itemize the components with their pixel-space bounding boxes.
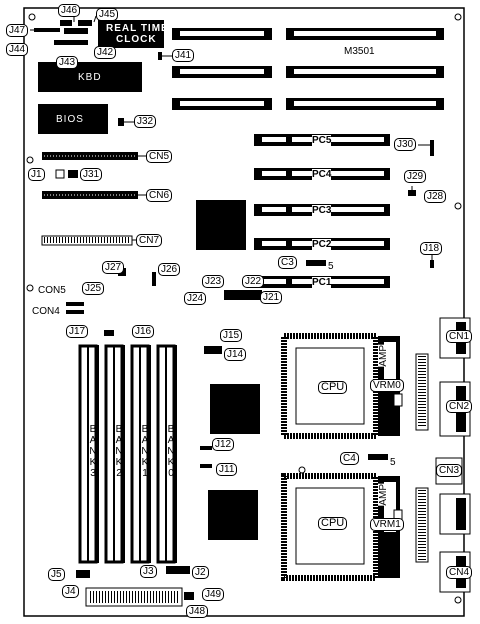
j1-jumper [55,169,65,179]
c3-label: C3 [278,256,297,269]
j17-label: J17 [66,325,89,338]
j16-label: J16 [132,325,155,338]
con5-label: CON5 [38,285,66,296]
j47-label: J47 [6,24,29,37]
model-label: M3501 [344,46,375,57]
amp1-label: AMP [378,484,389,506]
c3-suffix: 5 [328,261,334,272]
j21-label: J21 [260,291,283,304]
j43-label: J43 [56,56,79,69]
cpu1-label: CPU [318,517,348,530]
j11-label: J11 [216,463,238,476]
leader-lines [30,15,433,297]
j24-label: J24 [184,292,207,305]
mount-hole [454,202,462,210]
j4-label: J4 [62,585,79,598]
vrm1-label: VRM1 [370,518,404,531]
pc3-label: PC3 [312,205,332,216]
cn1-label: CN1 [446,330,473,343]
con4-label: CON4 [32,306,60,317]
top-left-headers [34,20,92,45]
j28-label: J28 [424,190,447,203]
j32-label: J32 [134,115,157,128]
j3-label: J3 [140,565,157,578]
j48-header [85,587,183,607]
pc2-label: PC2 [312,239,332,250]
j14-label: J14 [224,348,247,361]
mount-hole [26,284,34,292]
bios-chip [38,104,108,134]
mount-hole [28,13,36,21]
j31-label: J31 [80,168,103,181]
j42-label: J42 [94,46,117,59]
chipset-2 [210,384,260,434]
mount-hole [454,596,462,604]
j29-label: J29 [404,170,427,183]
j22-label: J22 [242,275,265,288]
cn7-label: CN7 [136,234,163,247]
pc4-label: PC4 [312,169,332,180]
bios-label: BIOS [56,114,84,125]
cn2-label: CN2 [446,400,473,413]
j49-label: J49 [202,588,225,601]
cn4-label: CN4 [446,566,473,579]
j45-label: J45 [96,8,119,21]
j31-jumper [68,170,78,178]
chipset-1 [196,200,246,250]
j12-label: J12 [212,438,235,451]
cpu0-label: CPU [318,381,348,394]
chipset-3 [208,490,258,540]
j1-label: J1 [28,168,45,181]
mount-hole [454,13,462,21]
cn5-header [42,152,138,160]
c4-label: C4 [340,452,359,465]
j30-label: J30 [394,138,417,151]
pc1-label: PC1 [312,277,332,288]
j2-label: J2 [192,566,209,579]
pc5-label: PC5 [312,135,332,146]
j26-label: J26 [158,263,181,276]
kbd-chip [38,62,142,92]
j46-label: J46 [58,4,81,17]
j27-label: J27 [102,261,125,274]
j23-label: J23 [202,275,225,288]
j15-label: J15 [220,329,243,342]
cn6-label: CN6 [146,189,173,202]
c4-suffix: 5 [390,457,396,468]
memory-banks [78,344,177,564]
cn6-header [42,191,138,199]
j25-label: J25 [82,282,105,295]
vrm0-label: VRM0 [370,379,404,392]
j18-label: J18 [420,242,443,255]
rtc-label-2: CLOCK [116,34,157,45]
cn3-label: CN3 [436,464,463,477]
mount-hole [26,156,34,164]
j44-label: J44 [6,43,29,56]
j5-label: J5 [48,568,65,581]
cn5-label: CN5 [146,150,173,163]
amp0-label: AMP [378,345,389,367]
cn7-header [41,235,133,246]
isa-slots [172,28,444,110]
rtc-label-1: REAL TIME [106,23,169,34]
kbd-label: KBD [78,72,102,83]
real-time-clock-chip [98,20,164,48]
j41-label: J41 [172,49,195,62]
j48-label: J48 [186,605,209,618]
